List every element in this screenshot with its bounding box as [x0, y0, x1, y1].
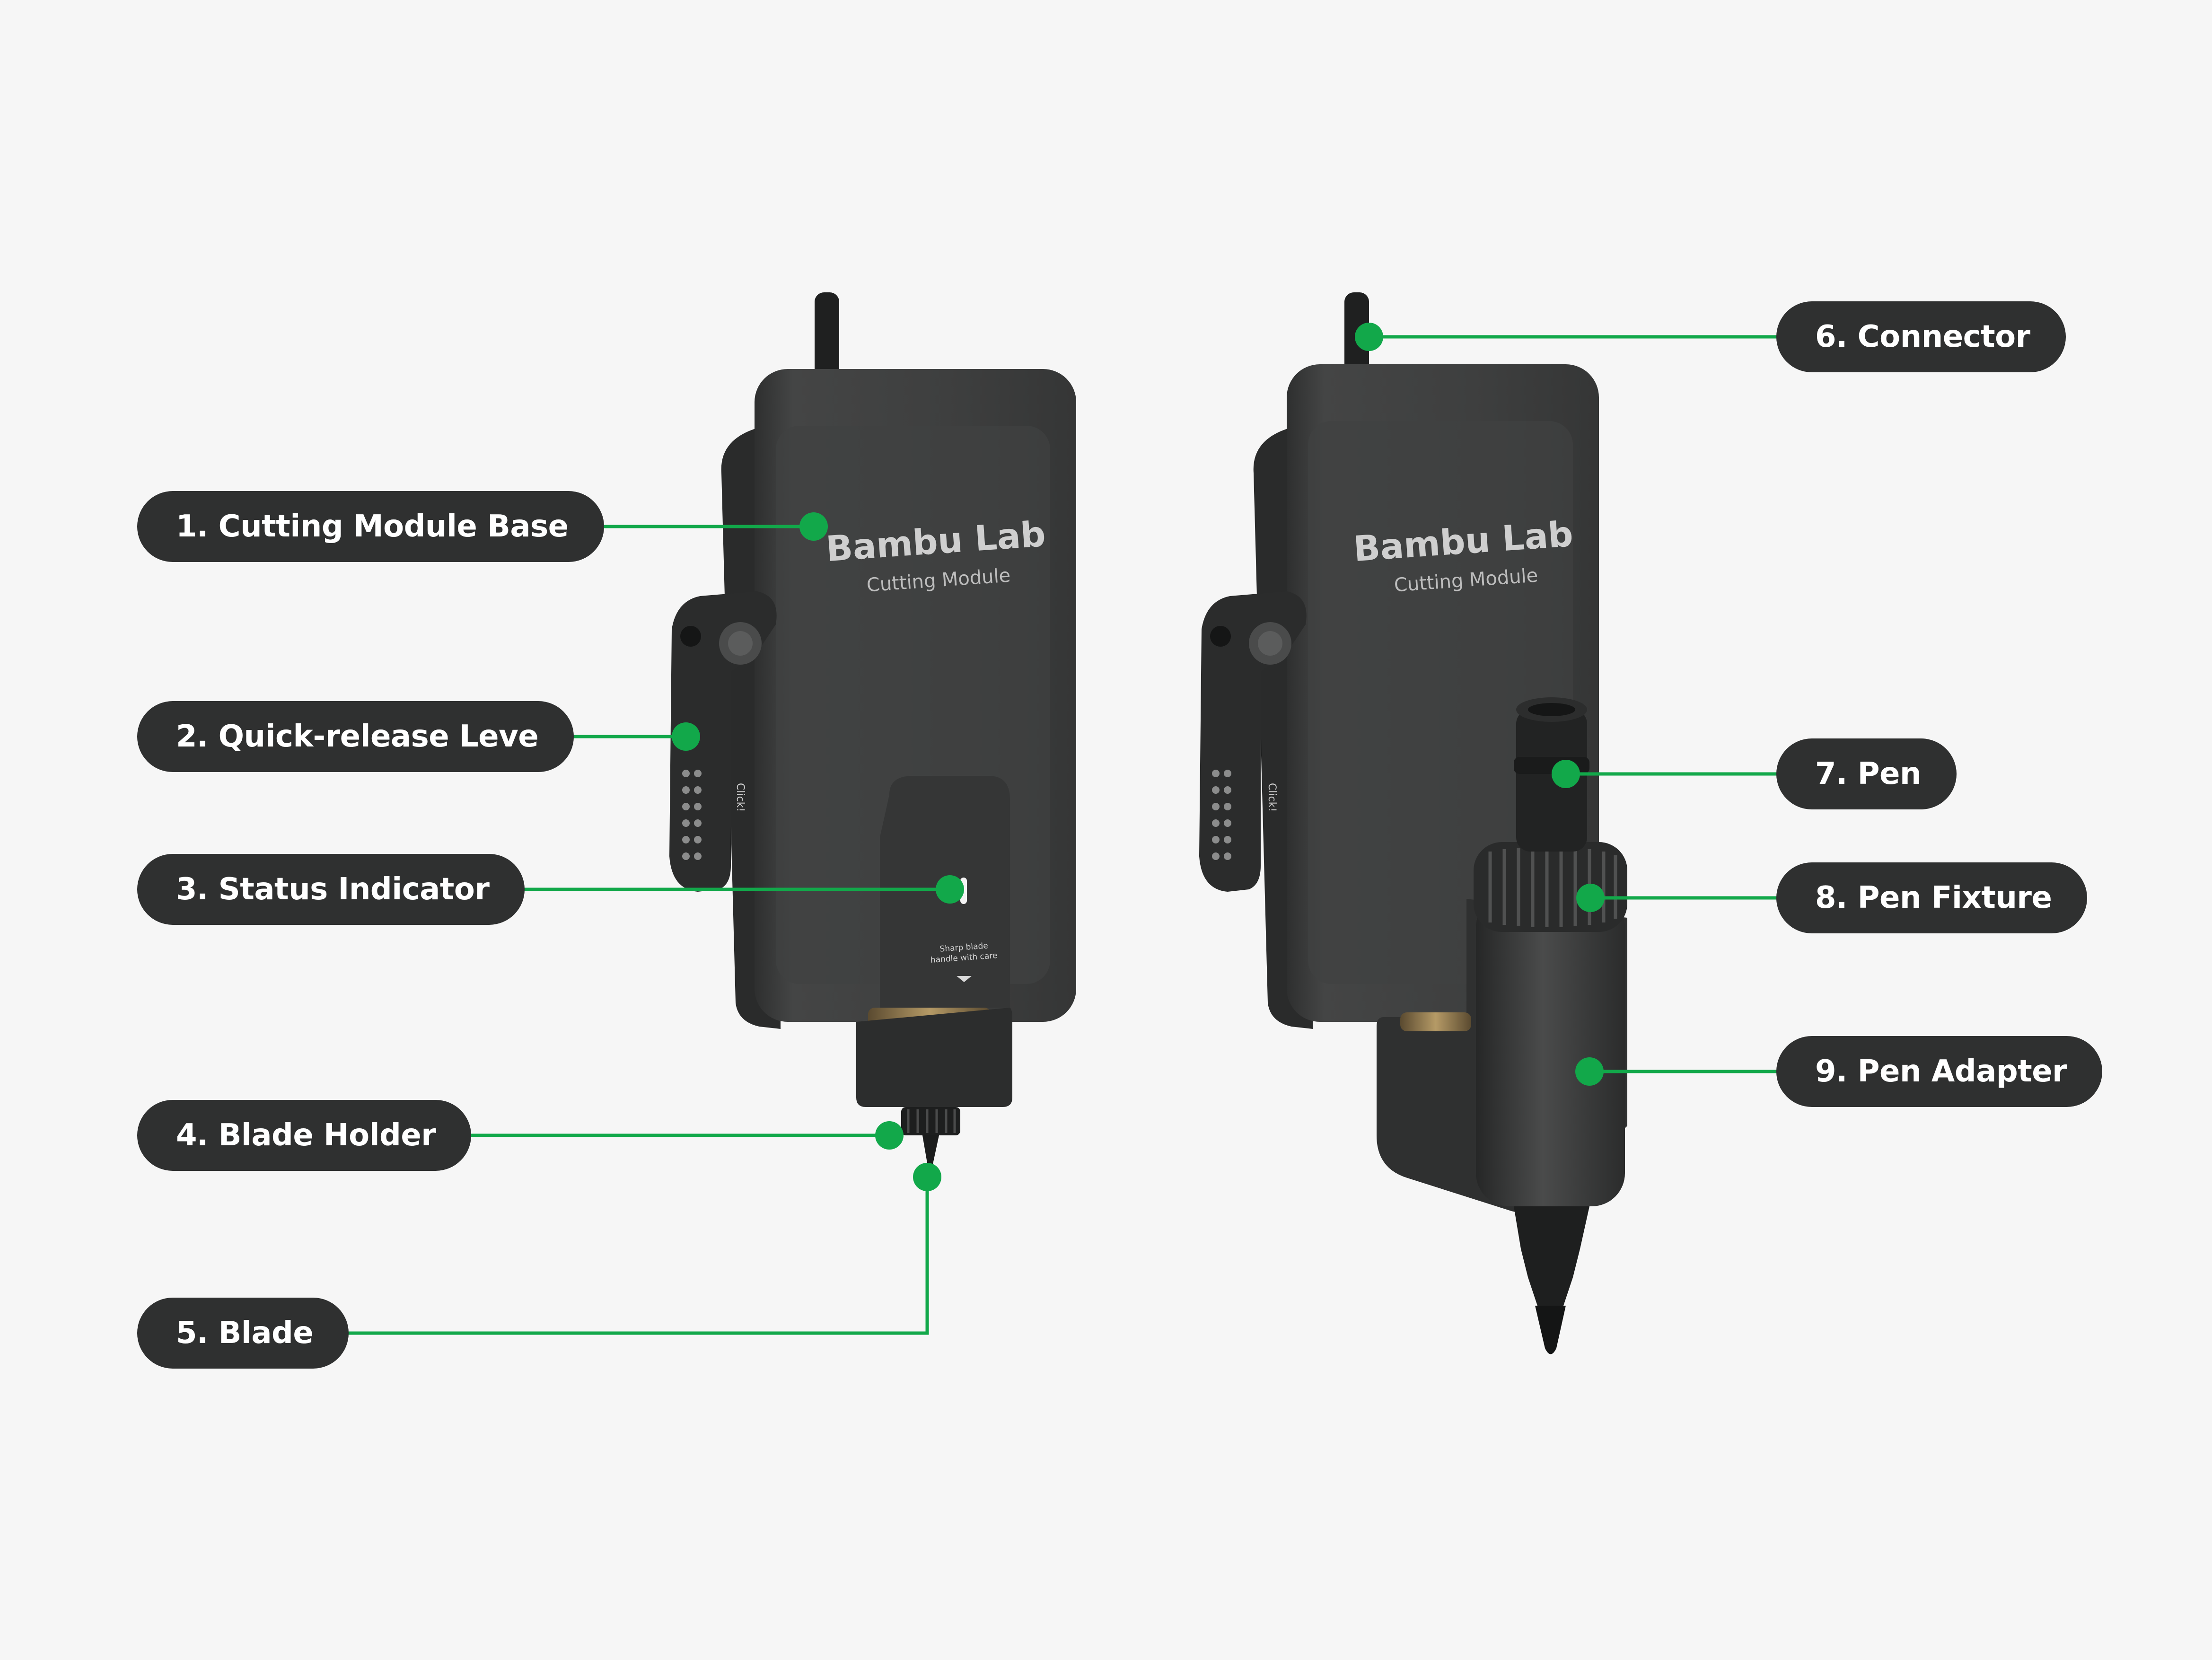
- lever-grip-dots-left: [682, 770, 702, 860]
- pen-cap-top-hole: [1528, 703, 1575, 716]
- dot-pen: [1552, 760, 1580, 788]
- label-blade: 5. Blade: [137, 1298, 349, 1369]
- label-connector: 6. Connector: [1776, 301, 2066, 372]
- dot-quick-release-lever: [672, 722, 700, 751]
- blade-holder-knurl-left: [901, 1107, 960, 1135]
- label-pen: 7. Pen: [1776, 738, 1957, 809]
- label-quick-release-lever: 2. Quick-release Leve: [137, 701, 574, 772]
- dot-status-indicator: [936, 875, 964, 904]
- dot-pen-adapter: [1575, 1057, 1604, 1086]
- brass-ring-right: [1400, 1012, 1471, 1031]
- quick-release-lever-left: [669, 591, 777, 892]
- lever-hole-right: [1210, 626, 1231, 647]
- lever-pivot-inner-right: [1258, 631, 1282, 656]
- pen-fixture-knurl: [1488, 847, 1617, 927]
- label-blade-holder: 4. Blade Holder: [137, 1100, 472, 1171]
- leader-blade: [331, 1177, 929, 1335]
- dot-blade-holder: [875, 1121, 904, 1150]
- leader-dots: [672, 323, 1605, 1191]
- pen-adapter-cylinder: [1476, 894, 1625, 1206]
- lever-hole-left: [680, 626, 701, 647]
- pen-lower-body: [1514, 1206, 1589, 1306]
- lever-pivot-inner-left: [728, 631, 753, 656]
- warning-arrow-icon: [957, 976, 972, 982]
- cutting-module-left: Sharp blade handle with care Bambu Lab C…: [669, 292, 1076, 1168]
- pen-upper-body: [1516, 710, 1587, 852]
- dot-blade: [913, 1163, 941, 1191]
- label-pen-fixture: 8. Pen Fixture: [1776, 862, 2088, 933]
- click-text-right: Click!: [1266, 783, 1278, 812]
- leader-lines: [331, 335, 1779, 1335]
- cutting-module-right: Bambu Lab Cutting Module Click!: [1199, 292, 1627, 1354]
- dot-connector: [1355, 323, 1383, 351]
- blade-holder-clamp-left: [856, 1008, 1012, 1107]
- label-pen-adapter: 9. Pen Adapter: [1776, 1036, 2103, 1107]
- click-text-left: Click!: [734, 783, 746, 812]
- lever-grip-dots-right: [1212, 770, 1231, 860]
- dot-cutting-module-base: [799, 512, 828, 541]
- pen-tip: [1535, 1306, 1566, 1354]
- quick-release-lever-right: [1199, 591, 1307, 892]
- label-status-indicator: 3. Status Indicator: [137, 854, 525, 925]
- blade-holder-knurl-lines-left: [907, 1109, 956, 1133]
- dot-pen-fixture: [1576, 884, 1605, 912]
- blade-tip-left: [922, 1135, 939, 1168]
- label-cutting-module-base: 1. Cutting Module Base: [137, 491, 604, 562]
